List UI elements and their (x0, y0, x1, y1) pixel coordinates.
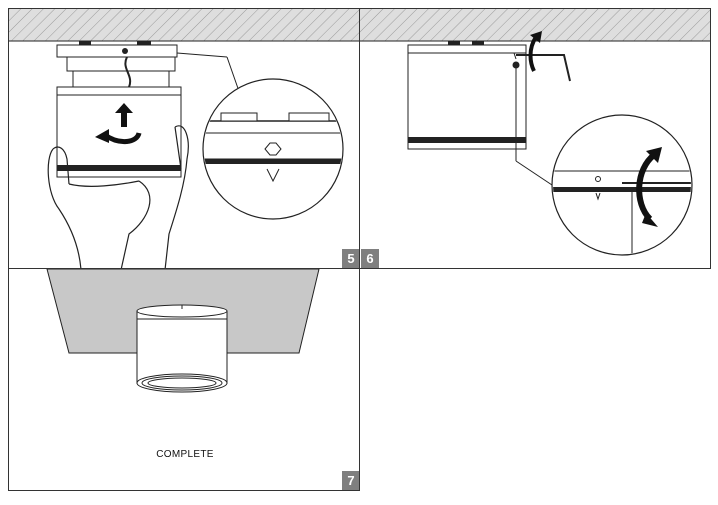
left-hand (47, 148, 82, 268)
right-hand (164, 125, 189, 268)
step-5-illustration (9, 9, 359, 268)
cylinder-light (56, 86, 182, 178)
ceiling-hatch (9, 9, 359, 41)
step-number-badge: 6 (361, 249, 379, 268)
step-5-panel: 5 (8, 8, 360, 269)
step-7-illustration (46, 269, 320, 393)
cylinder-light (407, 44, 527, 150)
wire (124, 56, 132, 88)
step-number-badge: 5 (342, 249, 359, 268)
rotate-arrow-icon (528, 35, 538, 72)
arrow-up-icon (115, 103, 133, 127)
step-6-illustration (360, 9, 710, 256)
complete-caption: COMPLETE (156, 449, 214, 460)
step-number-badge: 7 (342, 471, 359, 490)
detail-zoom-circle (551, 114, 693, 256)
screw-icon (122, 48, 128, 54)
step-6-panel: 6 (359, 8, 711, 269)
hex-screw-icon (264, 142, 282, 156)
step-7-panel: COMPLETE 7 (8, 268, 360, 491)
mounting-plate (56, 44, 178, 58)
